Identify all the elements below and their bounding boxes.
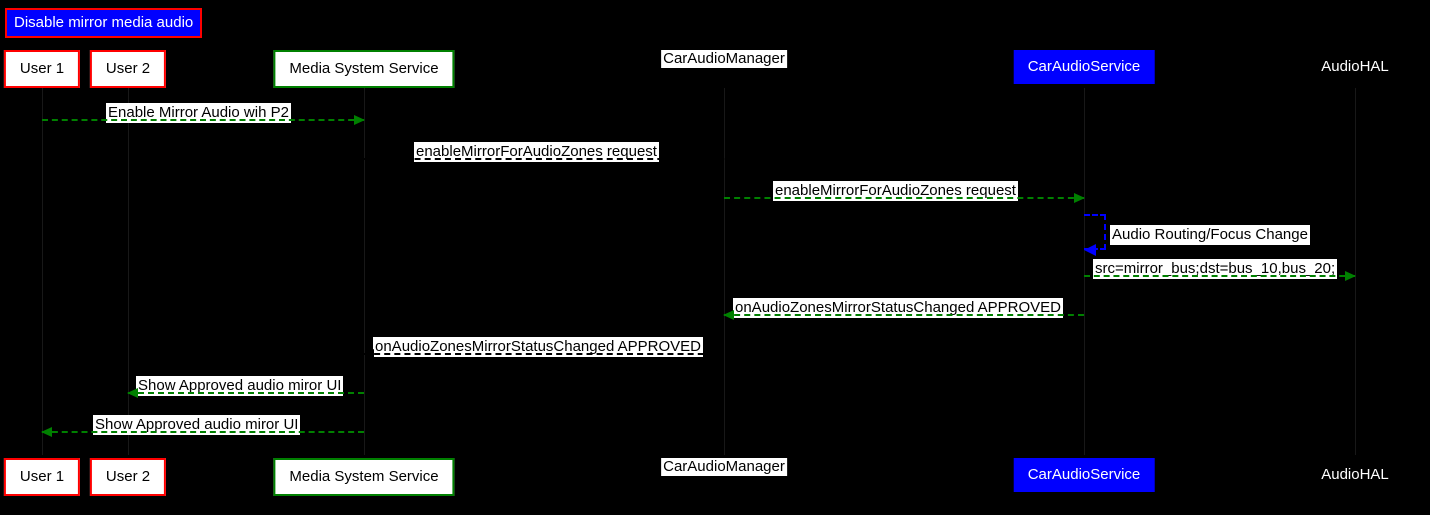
message-arrow-line-5 [1084, 275, 1355, 277]
lifeline-mss [364, 88, 365, 455]
participant-hal-bottom[interactable]: AudioHAL [1321, 466, 1389, 483]
message-arrow-9 [41, 426, 364, 438]
lifeline-cas [1084, 88, 1085, 455]
message-arrowhead-1 [354, 115, 365, 125]
participant-mss-top[interactable]: Media System Service [273, 50, 455, 88]
participant-mss-bottom[interactable]: Media System Service [273, 458, 455, 496]
message-arrow-1 [42, 114, 365, 126]
diagram-title-badge: Disable mirror media audio [5, 8, 203, 38]
message-label-5: src=mirror_bus;dst=bus_10,bus_20; [1093, 259, 1338, 279]
lifeline-user2 [128, 88, 129, 455]
message-arrowhead-2 [714, 154, 725, 164]
message-arrow-7 [363, 348, 724, 360]
message-arrowhead-9 [41, 427, 52, 437]
message-arrow-6 [723, 309, 1084, 321]
participant-user1-bottom[interactable]: User 1 [3, 458, 81, 496]
message-arrow-line-1 [42, 119, 364, 121]
message-arrow-line-7 [364, 353, 724, 355]
message-label-3: enableMirrorForAudioZones request [773, 181, 1018, 201]
message-label-8: Show Approved audio miror UI [136, 376, 344, 396]
message-arrow-line-8 [128, 392, 364, 394]
message-label-7: onAudioZonesMirrorStatusChanged APPROVED [373, 337, 704, 357]
message-arrow-8 [127, 387, 364, 399]
message-arrow-5 [1084, 270, 1356, 282]
message-label-6: onAudioZonesMirrorStatusChanged APPROVED [733, 298, 1064, 318]
message-arrow-line-2 [364, 158, 724, 160]
participant-cam-top[interactable]: CarAudioManager [661, 50, 787, 68]
lifeline-user1 [42, 88, 43, 455]
participant-user2-bottom[interactable]: User 2 [89, 458, 167, 496]
message-label-4: Audio Routing/Focus Change [1110, 225, 1310, 245]
participant-cam-bottom[interactable]: CarAudioManager [661, 458, 787, 476]
message-label-9: Show Approved audio miror UI [93, 415, 301, 435]
message-label-1: Enable Mirror Audio wih P2 [106, 103, 291, 123]
message-arrow-2 [364, 153, 725, 165]
message-arrow-line-6 [724, 314, 1084, 316]
message-arrowhead-6 [723, 310, 734, 320]
message-arrow-line-9 [42, 431, 364, 433]
message-arrowhead-7 [363, 349, 374, 359]
message-arrowhead-3 [1074, 193, 1085, 203]
participant-hal-top[interactable]: AudioHAL [1321, 58, 1389, 75]
participant-user2-top[interactable]: User 2 [89, 50, 167, 88]
message-self-arrowhead-4 [1084, 244, 1096, 256]
message-arrow-line-3 [724, 197, 1084, 199]
participant-user1-top[interactable]: User 1 [3, 50, 81, 88]
message-label-2: enableMirrorForAudioZones request [414, 142, 659, 162]
message-arrow-3 [724, 192, 1085, 204]
message-arrowhead-8 [127, 388, 138, 398]
message-arrowhead-5 [1345, 271, 1356, 281]
participant-cas-top[interactable]: CarAudioService [1013, 50, 1155, 84]
participant-cas-bottom[interactable]: CarAudioService [1013, 458, 1155, 492]
lifeline-cam [724, 88, 725, 455]
